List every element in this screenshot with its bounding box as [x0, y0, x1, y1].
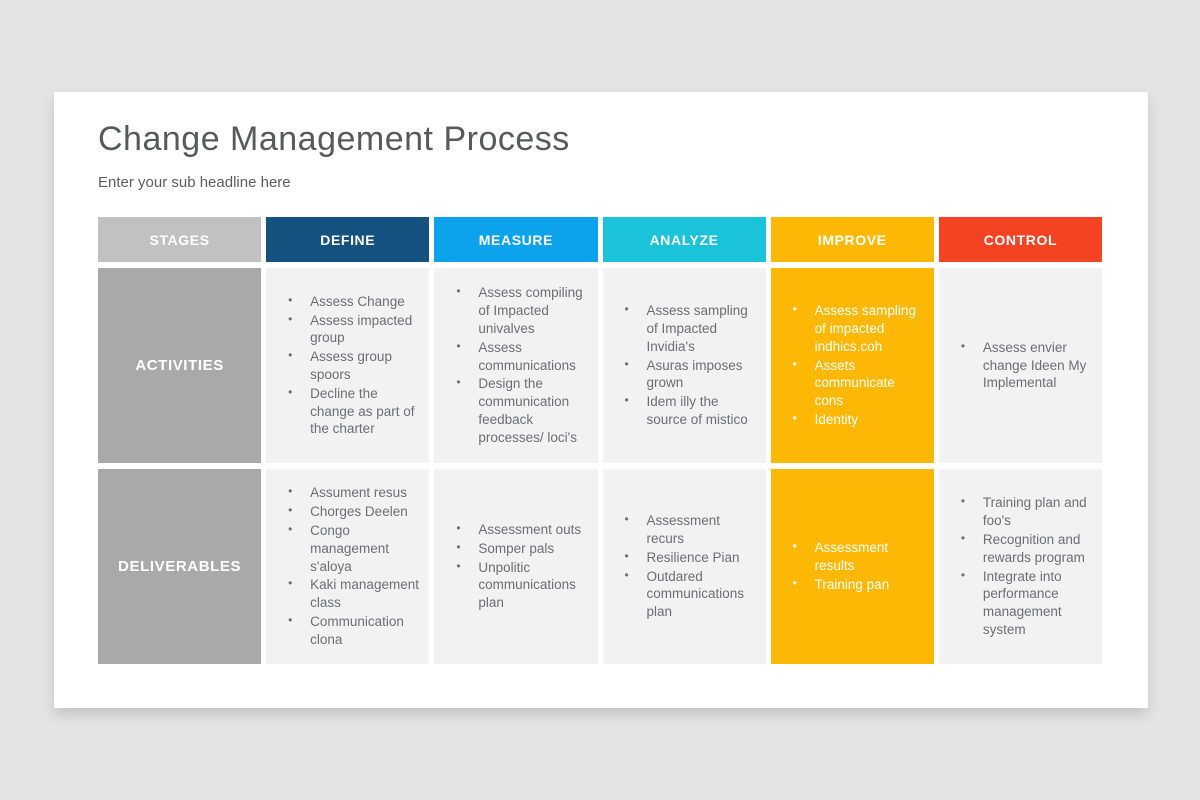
bullet-list: Assess sampling of impacted indhics.cohA… [781, 301, 924, 430]
bullet-item: Asuras imposes grown [613, 357, 756, 393]
header-cell-control: CONTROL [938, 217, 1102, 262]
header-cell-improve: IMPROVE [770, 217, 934, 262]
bullet-item: Decline the change as part of the charte… [276, 385, 419, 438]
page-subtitle: Enter your sub headline here [98, 174, 291, 191]
bullet-item: Identity [781, 411, 924, 429]
bullet-list: Assument resusChorges DeelenCongo manage… [276, 483, 419, 649]
bullet-item: Assess sampling of Impacted Invidia's [613, 302, 756, 355]
bullet-item: Assessment recurs [613, 512, 756, 548]
bullet-item: Recognition and rewards program [949, 531, 1092, 567]
bullet-item: Training plan and foo's [949, 494, 1092, 530]
bullet-item: Somper pals [444, 540, 587, 558]
header-cell-measure: MEASURE [434, 217, 598, 262]
cell-activities-measure: Assess compiling of Impacted univalvesAs… [434, 268, 598, 463]
cell-activities-improve: Assess sampling of impacted indhics.cohA… [770, 268, 934, 463]
page-title: Change Management Process [98, 120, 570, 158]
cell-activities-analyze: Assess sampling of Impacted Invidia'sAsu… [602, 268, 766, 463]
bullet-item: Kaki management class [276, 576, 419, 612]
header-cell-analyze: ANALYZE [602, 217, 766, 262]
bullet-list: Assessment outsSomper palsUnpolitic comm… [444, 520, 587, 613]
header-label: STAGES [149, 231, 210, 248]
header-label: CONTROL [983, 231, 1058, 248]
header-cell-define: DEFINE [266, 217, 430, 262]
bullet-item: Assess communications [444, 339, 587, 375]
header-cell-stages: STAGES [98, 217, 262, 262]
row-label-deliverables: DELIVERABLES [98, 469, 262, 664]
bullet-list: Assess sampling of Impacted Invidia'sAsu… [613, 301, 756, 430]
cell-activities-define: Assess ChangeAssess impacted groupAssess… [266, 268, 430, 463]
header-label: ANALYZE [649, 231, 719, 248]
bullet-item: Design the communication feedback proces… [444, 375, 587, 446]
bullet-item: Assess impacted group [276, 312, 419, 348]
cell-activities-control: Assess envier change Ideen My Implementa… [938, 268, 1102, 463]
bullet-list: Assessment resultsTraining pan [781, 538, 924, 594]
bullet-item: Assets communicate cons [781, 357, 924, 410]
bullet-item: Resilience Pian [613, 549, 756, 567]
row-label-text: DELIVERABLES [118, 558, 242, 575]
bullet-item: Unpolitic communications plan [444, 559, 587, 612]
process-table: STAGES DEFINE MEASURE ANALYZE IMPROVE CO… [98, 217, 1102, 664]
slide-canvas: Change Management Process Enter your sub… [54, 92, 1148, 708]
bullet-list: Assess compiling of Impacted univalvesAs… [444, 283, 587, 447]
cell-deliverables-measure: Assessment outsSomper palsUnpolitic comm… [434, 469, 598, 664]
bullet-item: Chorges Deelen [276, 503, 419, 521]
cell-deliverables-analyze: Assessment recursResilience PianOutdared… [602, 469, 766, 664]
bullet-item: Assess envier change Ideen My Implementa… [949, 339, 1092, 392]
bullet-item: Assess sampling of impacted indhics.coh [781, 302, 924, 355]
bullet-list: Assessment recursResilience PianOutdared… [613, 511, 756, 622]
cell-deliverables-improve: Assessment resultsTraining pan [770, 469, 934, 664]
row-label-activities: ACTIVITIES [98, 268, 262, 463]
cell-deliverables-control: Training plan and foo'sRecognition and r… [938, 469, 1102, 664]
bullet-item: Assess Change [276, 293, 419, 311]
header-label: IMPROVE [817, 231, 887, 248]
bullet-item: Idem illy the source of mistico [613, 393, 756, 429]
header-label: MEASURE [478, 231, 554, 248]
bullet-item: Congo management s'aloya [276, 522, 419, 575]
row-label-text: ACTIVITIES [135, 357, 224, 374]
bullet-item: Training pan [781, 576, 924, 594]
bullet-list: Assess envier change Ideen My Implementa… [949, 338, 1092, 393]
bullet-item: Assessment results [781, 539, 924, 575]
bullet-item: Communication clona [276, 613, 419, 649]
bullet-item: Assess group spoors [276, 348, 419, 384]
bullet-list: Training plan and foo'sRecognition and r… [949, 493, 1092, 640]
bullet-item: Assess compiling of Impacted univalves [444, 284, 587, 337]
bullet-item: Assessment outs [444, 521, 587, 539]
cell-deliverables-define: Assument resusChorges DeelenCongo manage… [266, 469, 430, 664]
bullet-item: Outdared communications plan [613, 568, 756, 621]
bullet-item: Assument resus [276, 484, 419, 502]
header-label: DEFINE [320, 231, 376, 248]
bullet-item: Integrate into performance management sy… [949, 568, 1092, 639]
bullet-list: Assess ChangeAssess impacted groupAssess… [276, 292, 419, 440]
